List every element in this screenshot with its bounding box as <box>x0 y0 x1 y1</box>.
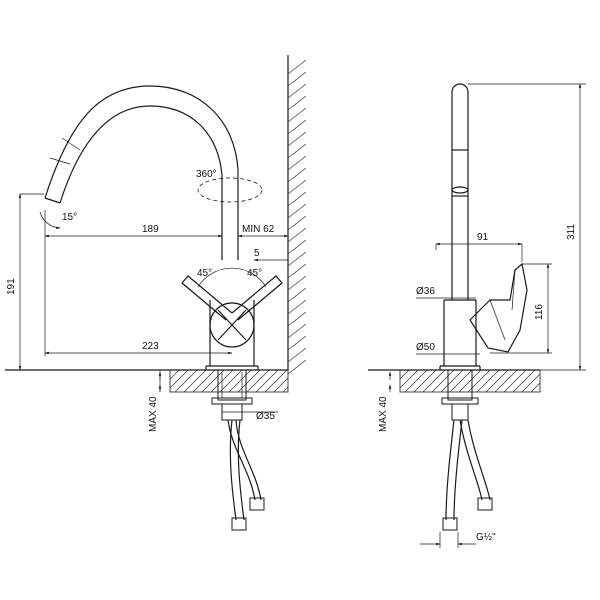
lever-side <box>469 262 528 353</box>
base-diameter-label: Ø50 <box>416 342 435 353</box>
hatch-line <box>287 167 307 183</box>
hatch-line <box>287 107 307 123</box>
max-deck-side-label: MAX 40 <box>378 396 389 432</box>
hatch-line <box>287 335 307 351</box>
hatch-line <box>287 131 307 147</box>
hatch-line <box>174 369 198 393</box>
hatch-line <box>287 71 307 87</box>
hatch-line <box>192 369 216 393</box>
mounting-stud-side <box>441 369 479 421</box>
hatch-line <box>287 347 307 363</box>
hatch-line <box>440 369 464 393</box>
hatch-line <box>413 369 437 393</box>
spout-tilt-label: 15° <box>62 212 77 223</box>
supply-hoses-side <box>442 419 493 531</box>
hatch-line <box>503 369 527 393</box>
spout <box>44 85 239 260</box>
hatch-line <box>287 119 307 135</box>
overall-height-label: 311 <box>566 224 577 240</box>
hatch-line <box>287 155 307 171</box>
hatch-line <box>169 369 180 380</box>
mounting-stud <box>211 369 253 421</box>
hatch-line <box>512 369 536 393</box>
hatch-line <box>287 227 307 243</box>
hatch-line <box>458 369 482 393</box>
hatch-line <box>219 369 243 393</box>
hatch-line <box>246 369 270 393</box>
lever-height-label: 116 <box>534 304 545 320</box>
hatch-line <box>273 377 289 393</box>
hatch-line <box>287 323 307 339</box>
hatch-line <box>287 191 307 207</box>
hatch-line <box>530 382 541 393</box>
total-reach-label: 223 <box>142 341 159 352</box>
hatch-line <box>169 369 189 389</box>
hatch-line <box>287 251 307 267</box>
hatch-line <box>287 179 307 195</box>
hatch-line <box>494 369 518 393</box>
hatch-line <box>287 59 307 75</box>
hatch-line <box>485 369 509 393</box>
rotation-ellipse <box>197 177 263 203</box>
hatch-line <box>404 369 428 393</box>
hatch-line <box>287 95 307 111</box>
hatch-line <box>228 369 252 393</box>
lever-angle-left-label: 45° <box>197 268 212 279</box>
hatch-line <box>264 369 288 393</box>
hatch-line <box>287 203 307 219</box>
thread-label: G½" <box>476 532 496 543</box>
hatch-line <box>476 369 500 393</box>
hatch-line <box>287 83 307 99</box>
rotation-label: 360° <box>196 169 217 180</box>
hatch-line <box>287 215 307 231</box>
reach-label: 189 <box>142 224 159 235</box>
hatch-line <box>201 369 225 393</box>
hatch-line <box>287 143 307 159</box>
hatch-line <box>287 275 307 291</box>
hole-diameter-label: Ø35 <box>256 411 275 422</box>
hatch-line <box>431 369 455 393</box>
side-view: 91 Ø36 116 Ø50 311 MAX 40 G½" <box>368 83 586 548</box>
lever-arms <box>181 267 283 321</box>
lever-reach-label: 91 <box>477 232 489 243</box>
wall <box>287 55 307 375</box>
hatch-line <box>422 369 446 393</box>
body-side <box>439 299 481 370</box>
hatch-line <box>449 369 473 393</box>
hatch-line <box>287 239 307 255</box>
hatch-line <box>183 369 207 393</box>
hatch-line <box>287 287 307 303</box>
hatch-line <box>521 373 541 393</box>
hatch-line <box>255 369 279 393</box>
max-deck-front-label: MAX 40 <box>148 396 159 432</box>
hatch-line <box>287 359 307 375</box>
body-top-diameter-label: Ø36 <box>416 286 435 297</box>
front-view: 360° 45° 45° <box>5 55 307 531</box>
hatch-line <box>287 311 307 327</box>
hatch-line <box>287 299 307 315</box>
hatch-line <box>399 369 419 389</box>
supply-hoses-front <box>227 419 265 531</box>
hatch-line <box>467 369 491 393</box>
hatch-line <box>399 369 410 380</box>
deck-side <box>368 369 541 393</box>
tap-body <box>205 300 259 370</box>
total-height-label: 191 <box>6 278 17 295</box>
hatch-line <box>282 386 289 393</box>
hatch-line <box>287 263 307 279</box>
min-wall-label: MIN 62 <box>242 224 275 235</box>
wall-gap-label: 5 <box>254 248 260 259</box>
hatch-line <box>237 369 261 393</box>
lever-angle-right-label: 45° <box>247 268 262 279</box>
spout-side <box>451 83 469 300</box>
